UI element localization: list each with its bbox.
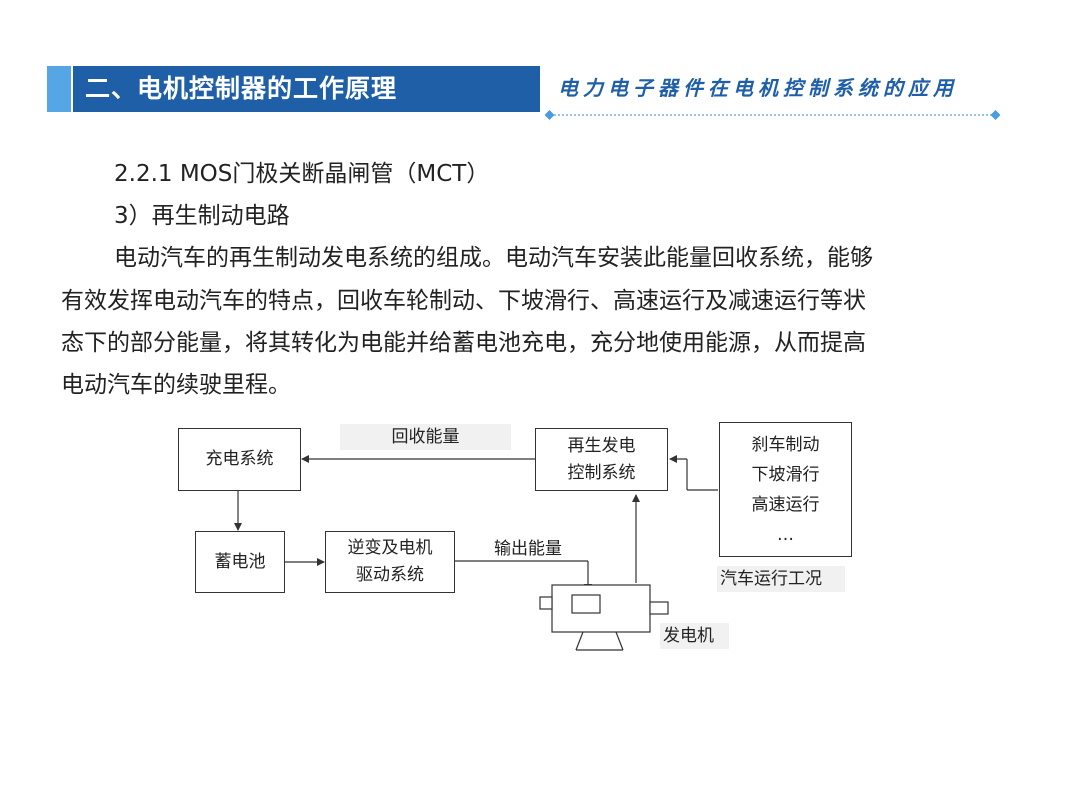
charging-system-box: 充电系统 xyxy=(178,428,301,491)
subsection-heading: 3）再生制动电路 xyxy=(114,203,290,229)
section-heading: 2.2.1 MOS门极关断晶闸管（MCT） xyxy=(114,161,490,187)
battery-box: 蓄电池 xyxy=(195,531,285,593)
diagram-connectors xyxy=(234,455,718,651)
header-accent-bar xyxy=(47,66,71,112)
paragraph-line-3: 态下的部分能量，将其转化为电能并给蓄电池充电，充分地使用能源，从而提高 xyxy=(61,330,866,356)
inverter-label-line1: 逆变及电机 xyxy=(347,538,433,558)
output-energy-label: 输出能量 xyxy=(494,539,562,559)
charging-system-label: 充电系统 xyxy=(205,449,274,469)
regen-label-line2: 控制系统 xyxy=(567,462,636,483)
regen-label-line1: 再生发电 xyxy=(567,435,636,456)
section-header: 二、电机控制器的工作原理 xyxy=(47,66,540,112)
paragraph-line-2: 有效发挥电动汽车的特点，回收车轮制动、下坡滑行、高速运行及减速运行等状 xyxy=(61,288,866,314)
condition-more: … xyxy=(777,524,794,545)
course-subtitle: 电力电子器件在电机控制系统的应用 xyxy=(558,76,958,100)
subtitle-dotted-divider xyxy=(545,110,1000,120)
condition-highspeed: 高速运行 xyxy=(751,494,820,515)
paragraph-line-4: 电动汽车的续驶里程。 xyxy=(61,372,291,398)
regen-control-box: 再生发电 控制系统 xyxy=(535,428,668,491)
paragraph-line-1: 电动汽车的再生制动发电系统的组成。电动汽车安装此能量回收系统，能够 xyxy=(114,245,873,271)
regen-braking-diagram: 充电系统 蓄电池 逆变及电机 驱动系统 再生发电 控制系统 刹车制动 下坡滑行 … xyxy=(160,415,880,665)
condition-downhill: 下坡滑行 xyxy=(751,464,820,485)
condition-braking: 刹车制动 xyxy=(751,434,820,455)
inverter-label-line2: 驱动系统 xyxy=(356,565,424,585)
generator-icon xyxy=(539,584,669,651)
vehicle-conditions-label: 汽车运行工况 xyxy=(717,566,845,592)
driving-conditions-box: 刹车制动 下坡滑行 高速运行 … xyxy=(719,422,852,557)
generator-label: 发电机 xyxy=(660,623,729,649)
header-title-bar xyxy=(73,66,540,112)
inverter-drive-box: 逆变及电机 驱动系统 xyxy=(325,531,455,593)
recovered-energy-label: 回收能量 xyxy=(340,424,511,450)
page-title: 二、电机控制器的工作原理 xyxy=(85,74,398,103)
battery-label: 蓄电池 xyxy=(214,551,266,572)
